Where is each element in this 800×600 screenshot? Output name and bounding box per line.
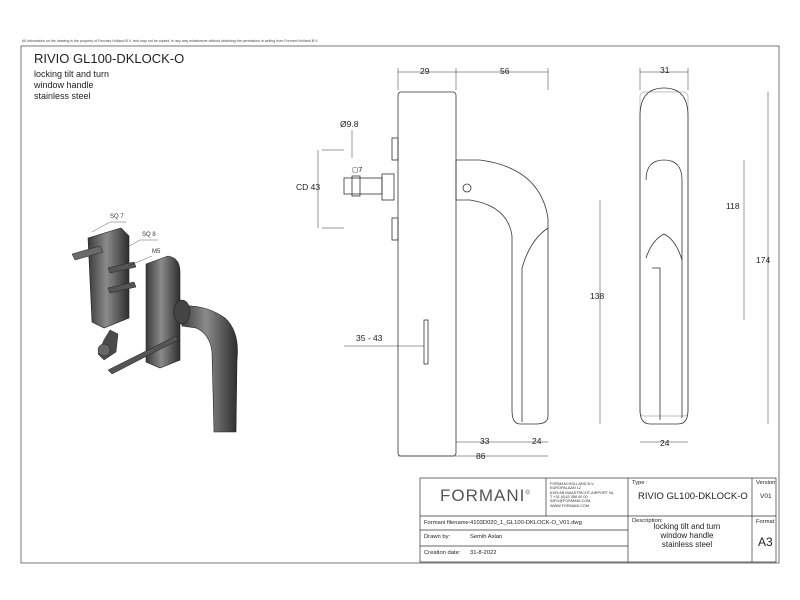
label-m5: M5 <box>152 249 161 255</box>
dim-29: 29 <box>420 66 430 76</box>
isometric-view <box>71 221 238 433</box>
dim-31: 31 <box>660 65 670 75</box>
label-sq8: SQ 8 <box>142 232 156 238</box>
dim-24-front: 24 <box>660 438 670 448</box>
product-desc-line-3: stainless steel <box>34 91 91 101</box>
description-label: Description: <box>632 518 663 524</box>
format-value: A3 <box>758 535 773 549</box>
filename-label: Formani filename: <box>424 520 471 526</box>
dim-138: 138 <box>590 291 605 301</box>
dim-square: ◻7 <box>352 165 363 174</box>
front-view <box>639 87 689 425</box>
type-label: Type : <box>632 480 648 486</box>
formani-logo: FORMANI® <box>440 486 531 505</box>
drawn-by-label: Drawn by: <box>424 534 451 540</box>
dim-range: 35 - 43 <box>356 333 383 343</box>
version-label: Version <box>756 480 776 486</box>
description-value: locking tilt and turn window handle stai… <box>653 522 721 550</box>
drawn-by-value: Semih Aslan <box>470 534 503 540</box>
sheet-border <box>20 45 780 564</box>
dim-diameter: Ø9.8 <box>340 119 359 129</box>
title-block <box>419 477 777 563</box>
label-sq7: SQ 7 <box>110 214 124 220</box>
dim-86: 86 <box>476 451 486 461</box>
product-desc-line-1: locking tilt and turn <box>34 69 110 79</box>
ownership-notice: All information on the drawing is the pr… <box>22 39 319 43</box>
creation-date-label: Creation date: <box>424 550 461 556</box>
version-value: V01 <box>760 493 772 500</box>
type-value: RIVIO GL100-DKLOCK-O <box>638 491 748 502</box>
dim-24-side: 24 <box>532 436 542 446</box>
creation-date-value: 31-8-2022 <box>470 550 497 556</box>
company-address: FORMANI HOLLAND B.V. EUROPALAAN 12 6199 … <box>550 482 614 508</box>
product-title: RIVIO GL100-DKLOCK-O <box>34 51 185 66</box>
dimension-lines <box>317 68 769 457</box>
side-view <box>343 91 549 457</box>
dim-33: 33 <box>480 436 490 446</box>
dim-174: 174 <box>756 255 771 265</box>
dim-cd43: CD 43 <box>296 182 321 192</box>
dim-56: 56 <box>500 66 510 76</box>
dim-118: 118 <box>726 201 740 211</box>
format-label: Format <box>756 519 775 525</box>
product-desc-line-2: window handle <box>34 80 94 90</box>
filename-value: 4103D020_1_GL100-DKLOCK-O_V01.dwg <box>470 520 582 526</box>
